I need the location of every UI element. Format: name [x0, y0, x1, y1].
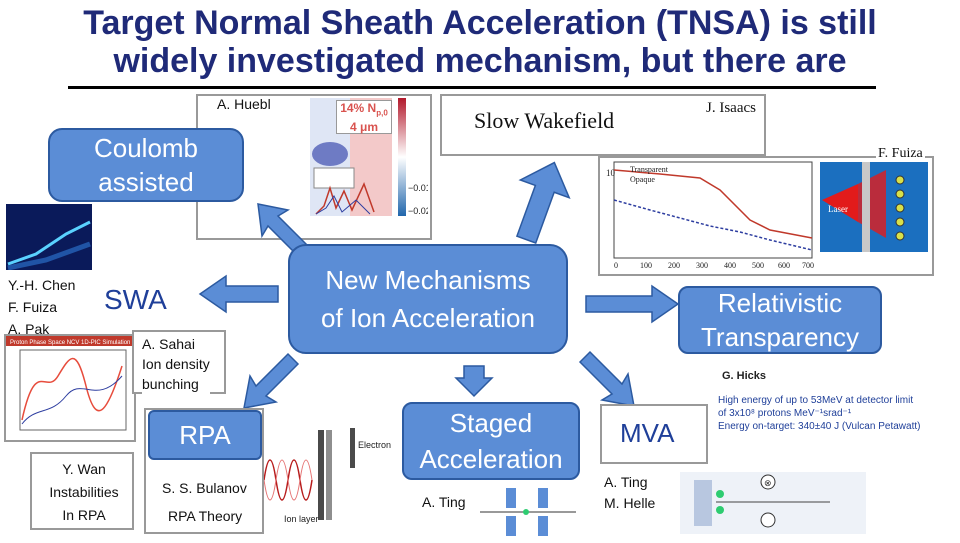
coulomb-fig-label-sub: p,0	[376, 108, 388, 118]
rpa-instabilities-text: Y. Wan Instabilities In RPA	[42, 458, 126, 527]
staged-line-1: Staged	[449, 408, 533, 438]
relativistic-author: F. Fuiza	[876, 146, 925, 162]
instab-author: Y. Wan	[62, 461, 106, 477]
svg-text:300: 300	[696, 261, 708, 270]
relativistic-transparency-bubble[interactable]: Relativistic Transparency	[678, 286, 882, 354]
staged-diagram-svg	[480, 488, 576, 536]
swa-phase-space-figure: Proton Phase Space NCV 1D-PIC Simulation	[6, 336, 134, 440]
hicks-line-1: High energy of up to 53MeV at detector l…	[718, 395, 914, 406]
svg-text:−0.02: −0.02	[408, 206, 428, 216]
svg-text:700: 700	[802, 261, 814, 270]
swa-author-2: F. Fuiza	[8, 299, 58, 315]
coulomb-left-figure	[6, 204, 92, 270]
coulomb-assisted-bubble[interactable]: Coulomb assisted	[48, 128, 244, 202]
ion-density-line-1: Ion density	[142, 356, 210, 372]
coulomb-fig-label-2: 4 μm	[349, 120, 379, 135]
staged-author: A. Ting	[422, 494, 466, 510]
legend-transparent-text: Transparent	[630, 165, 669, 174]
coulomb-fig-label-1: 14% N	[340, 101, 377, 115]
hicks-text: High energy of up to 53MeV at detector l…	[718, 394, 920, 433]
ion-density-line-2: bunching	[142, 376, 199, 392]
svg-text:−0.01: −0.01	[408, 183, 428, 193]
hicks-line-3: Energy on-target: 340±40 J (Vulcan Petaw…	[718, 421, 921, 432]
svg-text:100: 100	[640, 261, 652, 270]
mva-label: MVA	[620, 418, 675, 448]
rpa-ion-layer-text: Ion layer	[284, 514, 319, 524]
coulomb-line-2: assisted	[98, 167, 194, 197]
hicks-line-2: of 3x10⁸ protons MeV⁻¹srad⁻¹	[718, 408, 852, 419]
new-mechanisms-bubble[interactable]: New Mechanisms of Ion Acceleration	[288, 244, 568, 354]
arrow-to-relativistic	[585, 284, 680, 324]
mva-diagram-svg: ⊗	[680, 472, 866, 534]
rpa-diagram-svg: Electron layer Ion layer	[263, 428, 413, 524]
swa-phase-space-svg: Proton Phase Space NCV 1D-PIC Simulation	[6, 336, 134, 431]
arrow-to-swa	[198, 274, 279, 314]
center-line-1: New Mechanisms	[325, 265, 531, 295]
relativistic-line-1: Relativistic	[717, 288, 843, 318]
svg-text:600: 600	[778, 261, 790, 270]
svg-text:400: 400	[724, 261, 736, 270]
laser-text: Laser	[828, 204, 848, 214]
rpa-author: S. S. Bulanov	[162, 480, 247, 496]
rpa-diagram: Electron layer Ion layer	[263, 420, 413, 530]
rpa-electron-layer-text: Electron layer	[358, 440, 394, 450]
mva-author-1: A. Ting	[604, 474, 648, 490]
title-line-2: widely investigated mechanism, but there…	[113, 42, 847, 80]
coulomb-fig-label-box: 14% Np,0 4 μm	[336, 100, 392, 134]
swa-label: SWA	[104, 284, 167, 315]
svg-text:10: 10	[606, 168, 616, 178]
coulomb-left-svg	[7, 220, 91, 270]
svg-text:200: 200	[668, 261, 680, 270]
slide-title: Target Normal Sheath Acceleration (TNSA)…	[0, 4, 960, 80]
swa-author-1: Y.-H. Chen	[8, 277, 76, 293]
swa-authors: Y.-H. Chen F. Fuiza A. Pak	[8, 274, 75, 340]
arrow-to-staged	[454, 365, 494, 398]
legend-opaque-text: Opaque	[630, 175, 655, 184]
slow-wakefield-author: J. Isaacs	[704, 100, 758, 117]
title-line-1: Target Normal Sheath Acceleration (TNSA)…	[83, 4, 877, 42]
svg-text:0: 0	[614, 261, 618, 270]
arrow-to-rpa	[243, 352, 300, 409]
staged-diagram	[480, 486, 580, 538]
ion-density-author: A. Sahai	[142, 336, 195, 352]
relativistic-line-2: Transparency	[701, 322, 859, 352]
coulomb-line-1: Coulomb	[93, 133, 199, 163]
rpa-bubble[interactable]: RPA	[148, 410, 262, 460]
instab-line-1: Instabilities	[49, 484, 119, 500]
relativistic-chart: Transparent Opaque 10 Laser 0 100 200 300 4…	[606, 161, 928, 270]
instab-line-2: In RPA	[62, 507, 106, 523]
svg-text:500: 500	[752, 261, 764, 270]
svg-text:⊗: ⊗	[764, 478, 772, 488]
coulomb-author: A. Huebl	[214, 96, 274, 112]
swa-author-3: A. Pak	[8, 321, 50, 337]
mva-frame	[600, 404, 708, 464]
staged-acceleration-bubble[interactable]: Staged Acceleration	[402, 402, 580, 480]
rpa-label: RPA	[179, 419, 231, 450]
title-underline	[68, 86, 876, 89]
staged-line-2: Acceleration	[419, 444, 563, 474]
rpa-instab-frame	[30, 452, 134, 530]
ion-density-text: A. Sahai Ion density bunching	[142, 334, 210, 394]
mva-author-2: M. Helle	[604, 495, 656, 511]
center-line-2: of Ion Acceleration	[321, 303, 535, 333]
slow-wakefield-frame	[440, 94, 766, 156]
mva-authors: A. Ting M. Helle	[604, 472, 655, 514]
swa-fig-title: Proton Phase Space NCV 1D-PIC Simulation	[10, 340, 130, 346]
hicks-author: G. Hicks	[722, 370, 767, 382]
mva-diagram: ⊗	[680, 468, 866, 538]
rpa-caption: RPA Theory	[168, 508, 243, 524]
slow-wakefield-label: Slow Wakefield	[474, 108, 615, 133]
arrow-to-mva	[578, 350, 635, 407]
arrow-to-slow-wakefield	[515, 161, 571, 244]
